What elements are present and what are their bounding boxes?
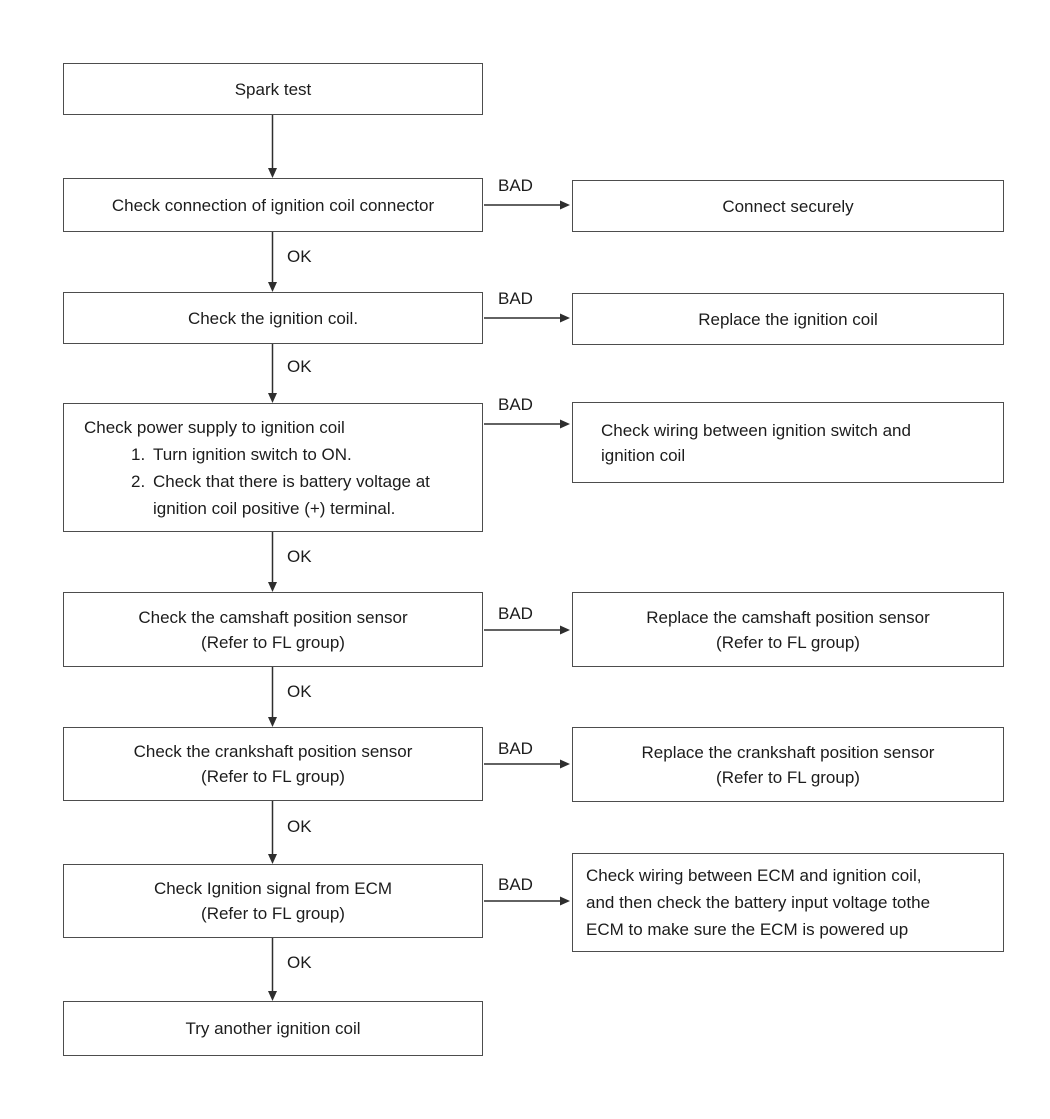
step-label: Check connection of ignition coil connec… bbox=[111, 195, 435, 215]
step-label: Check the crankshaft position sensor(Ref… bbox=[133, 742, 413, 786]
outcome-label: Replace the camshaft position sensor(Ref… bbox=[646, 607, 930, 652]
substep-number: 1. bbox=[131, 444, 146, 464]
bad-label: BAD bbox=[498, 875, 533, 894]
outcome-connect-securely: Connect securely bbox=[572, 180, 1004, 232]
step-spark-test: Spark test bbox=[63, 63, 483, 115]
outcome-check-wiring-ignition-switch: Check wiring between ignition switch and… bbox=[572, 402, 1004, 483]
outcome-replace-camshaft-sensor: Replace the camshaft position sensor(Ref… bbox=[572, 592, 1004, 667]
step-label: Check power supply to ignition coil bbox=[84, 417, 345, 437]
bad-label: BAD bbox=[498, 739, 533, 758]
outcome-label: Connect securely bbox=[722, 196, 854, 216]
substep-number: 2. bbox=[131, 471, 146, 491]
substep-text: Turn ignition switch to ON. bbox=[153, 444, 352, 464]
step-check-camshaft-sensor: Check the camshaft position sensor(Refer… bbox=[63, 592, 483, 667]
outcome-check-wiring-ecm: Check wiring between ECM and ignition co… bbox=[572, 853, 1004, 952]
outcome-label: Check wiring between ignition switch and… bbox=[601, 420, 911, 465]
ok-label: OK bbox=[287, 247, 312, 266]
step-check-ignition-coil: Check the ignition coil. bbox=[63, 292, 483, 344]
step-check-crankshaft-sensor: Check the crankshaft position sensor(Ref… bbox=[63, 727, 483, 801]
bad-label: BAD bbox=[498, 395, 533, 414]
ok-label: OK bbox=[287, 357, 312, 376]
step-label: Check the ignition coil. bbox=[187, 308, 359, 328]
bad-label: BAD bbox=[498, 176, 533, 195]
step-check-connector: Check connection of ignition coil connec… bbox=[63, 178, 483, 232]
substep-2: 2. Check that there is battery voltage a… bbox=[131, 468, 474, 522]
step-label: Check the camshaft position sensor(Refer… bbox=[138, 607, 408, 652]
bad-label: BAD bbox=[498, 289, 533, 308]
outcome-label: Check wiring between ECM and ignition co… bbox=[586, 866, 931, 939]
step-check-ignition-signal: Check Ignition signal from ECM(Refer to … bbox=[63, 864, 483, 938]
ok-label: OK bbox=[287, 682, 312, 701]
step-try-another-coil: Try another ignition coil bbox=[63, 1001, 483, 1056]
bad-label: BAD bbox=[498, 604, 533, 623]
step-label: Check Ignition signal from ECM(Refer to … bbox=[153, 879, 393, 923]
ok-label: OK bbox=[287, 817, 312, 836]
step-check-power-supply: Check power supply to ignition coil 1. T… bbox=[63, 403, 483, 532]
outcome-label: Replace the ignition coil bbox=[698, 309, 878, 329]
step-label: Spark test bbox=[234, 79, 312, 99]
step-label: Try another ignition coil bbox=[185, 1019, 361, 1038]
outcome-replace-ignition-coil: Replace the ignition coil bbox=[572, 293, 1004, 345]
outcome-replace-crankshaft-sensor: Replace the crankshaft position sensor(R… bbox=[572, 727, 1004, 802]
substep-1: 1. Turn ignition switch to ON. bbox=[131, 441, 474, 468]
outcome-label: Replace the crankshaft position sensor(R… bbox=[641, 742, 935, 787]
ok-label: OK bbox=[287, 953, 312, 972]
ok-label: OK bbox=[287, 547, 312, 566]
